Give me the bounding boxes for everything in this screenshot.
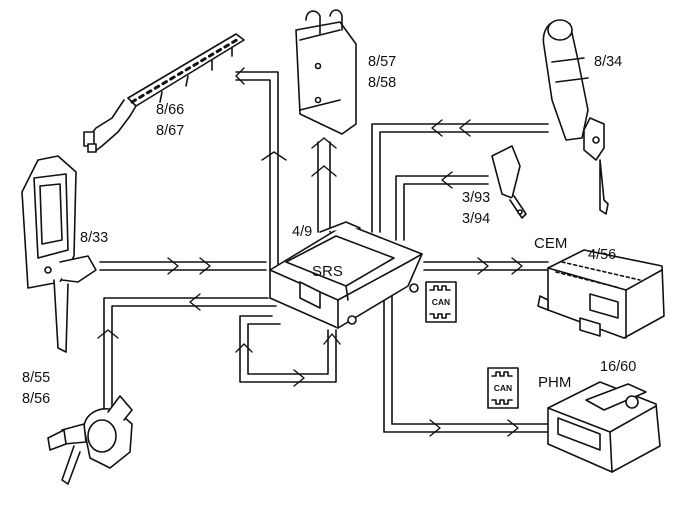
label-srs-name: SRS — [312, 263, 343, 280]
can-bus-symbol — [425, 281, 457, 323]
phm-unit — [547, 381, 661, 473]
line-to-cem — [423, 257, 549, 275]
side-airbag-module — [295, 9, 357, 135]
line-loop — [235, 315, 341, 387]
line-to-side-module — [311, 137, 337, 233]
label-buckle-2: 3/94 — [462, 211, 490, 227]
line-to-pretensioner-right — [371, 119, 549, 233]
curtain-airbag — [83, 33, 245, 153]
cem-unit — [537, 249, 665, 339]
label-curtain-front-1: 8/66 — [156, 102, 184, 118]
can-bus-symbol — [487, 367, 519, 409]
pretensioner-left — [21, 155, 97, 353]
connection-lines — [97, 67, 549, 437]
label-buckle-1: 3/93 — [462, 190, 490, 206]
line-to-phm — [383, 289, 549, 437]
seat-belt-buckle — [491, 145, 527, 219]
label-phm-name: PHM — [538, 374, 571, 391]
label-sensor-2: 8/56 — [22, 391, 50, 407]
label-side-module-2: 8/58 — [368, 75, 396, 91]
label-sensor-1: 8/55 — [22, 370, 50, 386]
diagram-labels: 8/66 8/67 8/57 8/58 8/34 3/93 3/94 4/9 S… — [22, 54, 636, 407]
label-side-module-1: 8/57 — [368, 54, 396, 70]
sensor-lower — [47, 395, 133, 485]
line-to-buckle — [395, 171, 489, 241]
can-label: CAN — [432, 297, 450, 307]
srs-module — [269, 221, 423, 329]
label-pretensioner-left: 8/33 — [80, 230, 108, 246]
line-to-sensor — [97, 293, 277, 411]
can-label: CAN — [494, 383, 512, 393]
label-curtain-front-2: 8/67 — [156, 123, 184, 139]
line-to-pretensioner-left — [99, 257, 267, 275]
pretensioner-right — [542, 19, 609, 215]
label-cem-ref: 4/56 — [588, 247, 616, 263]
label-pretensioner-right: 8/34 — [594, 54, 622, 70]
label-srs-ref: 4/9 — [292, 224, 312, 240]
label-cem-name: CEM — [534, 235, 567, 252]
line-to-curtain — [235, 67, 287, 271]
label-phm-ref: 16/60 — [600, 359, 636, 375]
